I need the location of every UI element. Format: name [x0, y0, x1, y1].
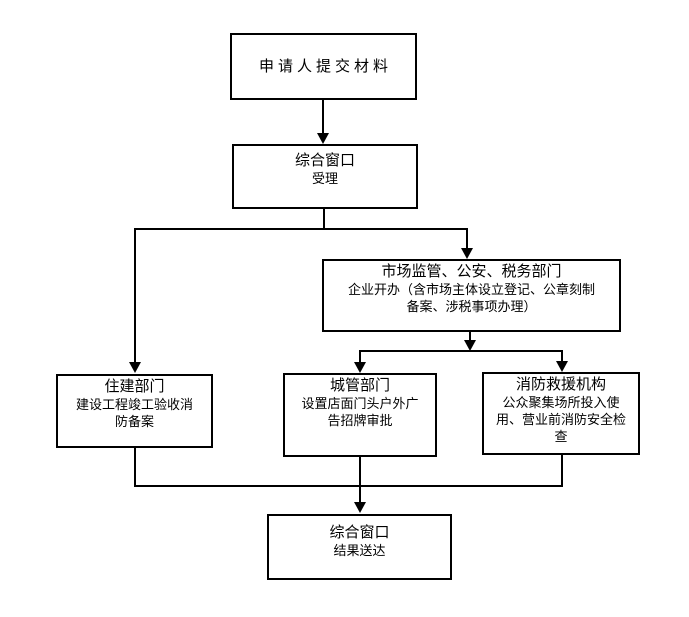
arrowhead-onto-subbranch	[464, 340, 476, 351]
node-title: 综合窗口	[294, 153, 355, 169]
connector-to-housing	[134, 228, 136, 363]
branch-line-top	[134, 228, 468, 230]
connector-market-stub	[469, 332, 471, 341]
connector-housing-down	[134, 448, 136, 487]
node-title: 消防救援机构	[515, 377, 606, 393]
arrowhead-into-accept	[317, 133, 329, 144]
node-title: 城管部门	[329, 378, 390, 394]
node-body-line: 备案、涉税事项办理）	[406, 299, 537, 314]
arrowhead-into-fire	[556, 361, 568, 372]
node-body-line: 防备案	[114, 414, 154, 429]
arrowhead-into-deliver	[354, 502, 366, 513]
node-comprehensive-window-accept: 综合窗口 受理	[232, 144, 418, 209]
node-housing-construction-department: 住建部门 建设工程竣工验收消 防备案	[56, 374, 213, 448]
arrowhead-into-housing	[129, 362, 141, 373]
connector-submit-to-accept	[322, 100, 324, 134]
node-urban-management-department: 城管部门 设置店面门头户外广 告招牌审批	[283, 373, 437, 457]
node-body-line: 查	[554, 429, 568, 444]
node-body-line: 企业开办（含市场主体设立登记、公章刻制	[347, 282, 595, 297]
arrowhead-into-urban	[354, 362, 366, 373]
node-title: 市场监管、公安、税务部门	[381, 264, 562, 280]
branch-line-middle	[359, 350, 563, 352]
node-market-police-tax-departments: 市场监管、公安、税务部门 企业开办（含市场主体设立登记、公章刻制 备案、涉税事项…	[322, 259, 621, 332]
connector-accept-stub	[323, 209, 325, 228]
node-body-line: 用、营业前消防安全检	[495, 412, 626, 427]
node-title: 住建部门	[104, 379, 165, 395]
connector-to-urban	[359, 350, 361, 363]
connector-fire-down	[561, 455, 563, 487]
node-body-line: 告招牌审批	[327, 413, 393, 428]
node-title: 申请人提交材料	[258, 58, 392, 75]
node-applicant-submit: 申请人提交材料	[230, 33, 417, 100]
connector-to-market	[466, 228, 468, 249]
node-body-line: 建设工程竣工验收消	[75, 397, 193, 412]
node-comprehensive-window-deliver: 综合窗口 结果送达	[267, 514, 452, 580]
node-body-line: 公众聚集场所投入使	[502, 395, 620, 410]
merge-line-bottom	[134, 485, 563, 487]
arrowhead-into-market	[461, 248, 473, 259]
node-body-line: 设置店面门头户外广	[301, 396, 419, 411]
node-fire-rescue-agency: 消防救援机构 公众聚集场所投入使 用、营业前消防安全检 查	[482, 372, 640, 455]
node-body-line: 结果送达	[333, 543, 386, 558]
node-body-line: 受理	[311, 171, 338, 186]
connector-to-fire	[561, 350, 563, 362]
connector-urban-to-deliver	[359, 457, 361, 503]
node-title: 综合窗口	[329, 525, 390, 541]
